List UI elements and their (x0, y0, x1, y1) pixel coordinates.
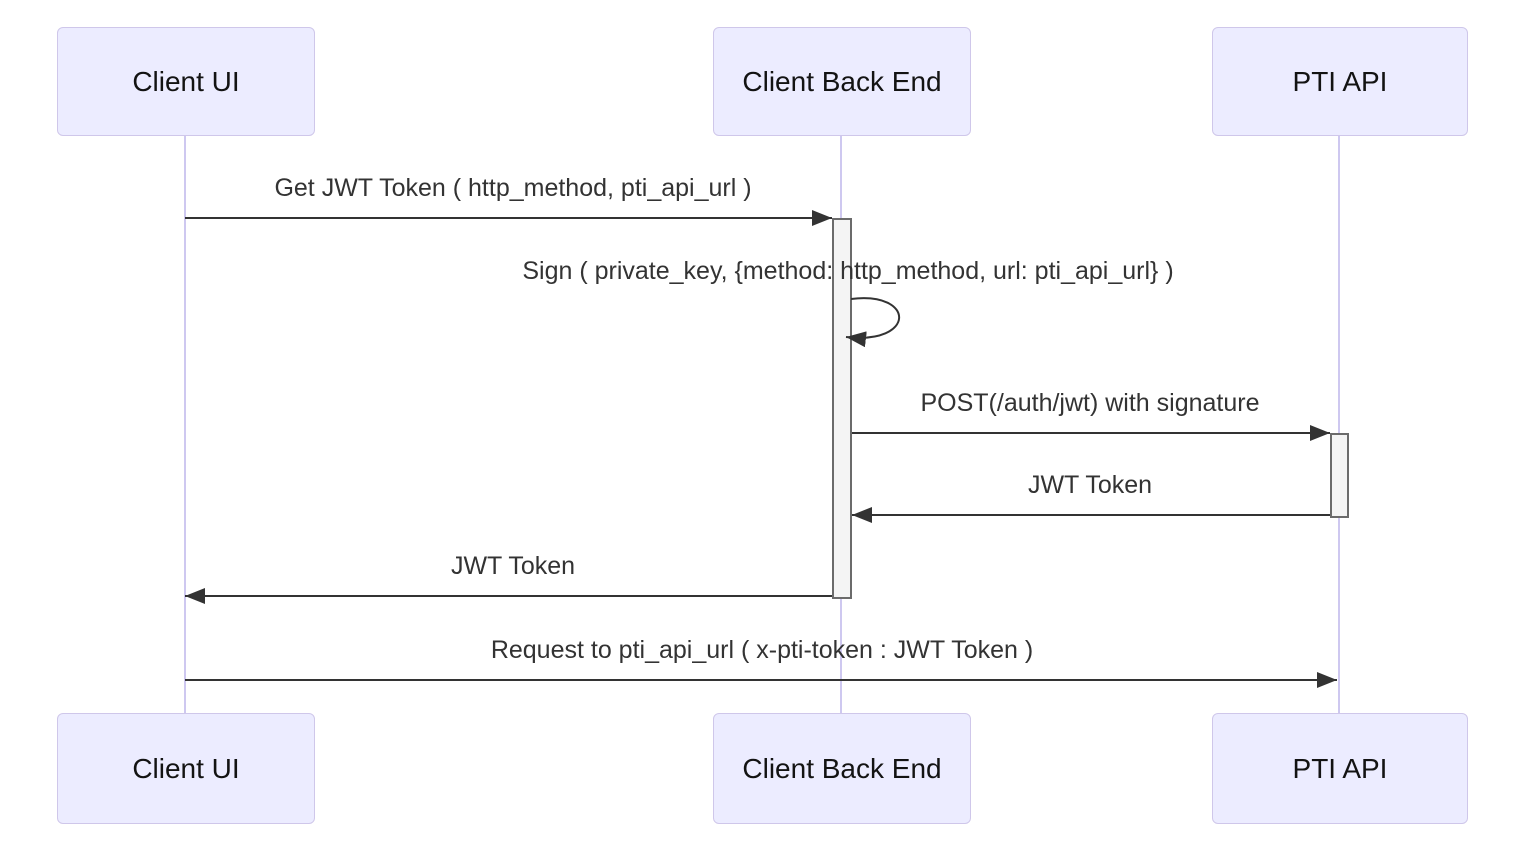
activation-client-back-end (832, 218, 852, 599)
actor-label-client-back-end-bottom: Client Back End (742, 752, 942, 784)
message-arrow-sign-self-loop (845, 297, 901, 348)
message-label-jwt-token-to-ui: JWT Token (450, 552, 576, 580)
activation-pti-api (1330, 433, 1349, 518)
actor-label-client-ui-top: Client UI (132, 65, 240, 97)
actor-box-client-back-end-top: Client Back End (713, 27, 971, 136)
actor-label-pti-api-top: PTI API (1292, 65, 1388, 97)
message-label-sign: Sign ( private_key, {method: http_method… (522, 257, 1174, 285)
actor-label-pti-api-bottom: PTI API (1292, 752, 1388, 784)
lifeline-pti-api (1338, 136, 1340, 713)
actor-box-pti-api-top: PTI API (1212, 27, 1468, 136)
actor-box-client-ui-bottom: Client UI (57, 713, 315, 824)
actor-box-client-ui-top: Client UI (57, 27, 315, 136)
message-label-jwt-token-return: JWT Token (1027, 471, 1153, 499)
message-label-post-auth-jwt: POST(/auth/jwt) with signature (920, 389, 1260, 417)
message-label-get-jwt-token: Get JWT Token ( http_method, pti_api_url… (274, 174, 752, 202)
actor-box-pti-api-bottom: PTI API (1212, 713, 1468, 824)
actor-label-client-ui-bottom: Client UI (132, 752, 240, 784)
lifeline-client-ui (184, 136, 186, 713)
message-label-request-pti-api-url: Request to pti_api_url ( x-pti-token : J… (490, 636, 1034, 664)
actor-box-client-back-end-bottom: Client Back End (713, 713, 971, 824)
actor-label-client-back-end-top: Client Back End (742, 65, 942, 97)
